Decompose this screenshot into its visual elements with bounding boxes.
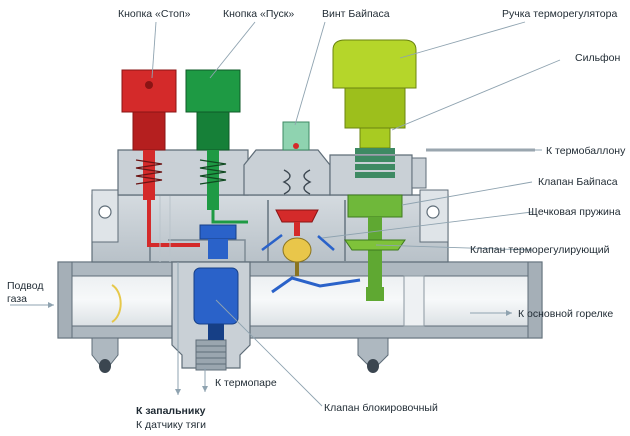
label-bellows: Сильфон xyxy=(575,52,621,64)
stop-gas-path xyxy=(147,200,200,247)
lock-valve-assembly xyxy=(193,224,239,340)
label-to-thermobulb: К термобаллону xyxy=(546,145,626,157)
label-to-main-burner: К основной горелке xyxy=(518,308,613,320)
label-gas-inlet-1: Подвод xyxy=(7,280,43,292)
label-start-button: Кнопка «Пуск» xyxy=(223,8,294,20)
pipe-top-wall xyxy=(57,261,543,277)
cheek-spring xyxy=(261,234,335,251)
label-bypass-screw: Винт Байпаса xyxy=(322,8,390,20)
leader-lines xyxy=(151,21,561,407)
label-lock-valve: Клапан блокировочный xyxy=(324,402,438,414)
thermo-valve-ball xyxy=(282,237,312,263)
inlet-screen xyxy=(111,284,122,323)
regulator-linkage xyxy=(271,276,361,294)
bypass-valve-body xyxy=(275,209,319,223)
label-thermostat-knob: Ручка терморегулятора xyxy=(502,8,617,20)
start-button-assembly xyxy=(185,69,248,224)
label-thermostat-valve: Клапан терморегулирующий xyxy=(470,244,610,256)
bypass-assembly xyxy=(261,121,361,294)
thermostat-knob xyxy=(332,39,417,89)
thermostat-assembly xyxy=(332,39,535,301)
stop-button-assembly xyxy=(121,69,200,247)
label-gas-inlet-2: газа xyxy=(7,293,27,305)
label-to-draft-sensor: К датчику тяги xyxy=(136,419,206,431)
label-to-igniter: К запальнику xyxy=(136,405,206,417)
start-knob xyxy=(185,69,241,113)
bellows xyxy=(355,148,395,178)
stop-knob xyxy=(121,69,177,113)
label-stop-button: Кнопка «Стоп» xyxy=(118,8,191,20)
label-to-thermocouple: К термопаре xyxy=(215,377,277,389)
label-cheek-spring: Щечковая пружина xyxy=(528,206,621,218)
label-bypass-valve: Клапан Байпаса xyxy=(538,176,618,188)
labels: Кнопка «Стоп» Кнопка «Пуск» Винт Байпаса… xyxy=(7,8,626,431)
pipe-bottom-wall xyxy=(57,325,543,339)
flow-arrows xyxy=(10,149,542,395)
